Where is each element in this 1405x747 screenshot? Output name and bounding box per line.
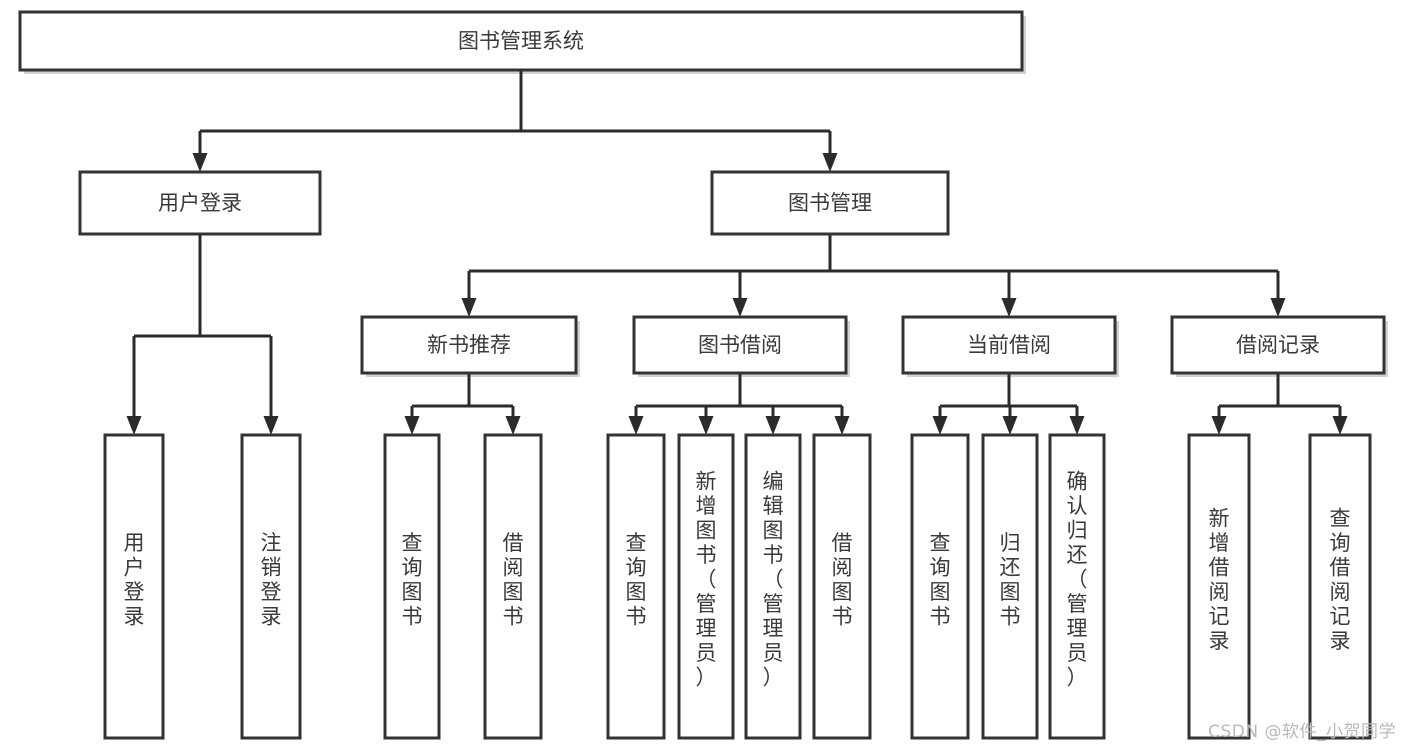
- node-leaf-borrow-book-1[interactable]: 借阅图书: [483, 433, 543, 740]
- connector-group-book-manage: [461, 234, 1286, 317]
- arrow-head-icon: [1211, 416, 1227, 435]
- connector-group-user-login: [126, 234, 279, 435]
- arrow-head-icon: [126, 416, 142, 435]
- arrow-head-icon: [698, 416, 714, 435]
- node-box[interactable]: [710, 170, 950, 236]
- node-box[interactable]: [632, 315, 848, 375]
- node-box[interactable]: [240, 433, 302, 740]
- node-label: 查询图书: [930, 531, 951, 629]
- arrow-head-icon: [1002, 416, 1018, 435]
- arrow-head-icon: [1332, 416, 1348, 435]
- node-label: 当前借阅: [967, 333, 1051, 357]
- node-label: 用户登录: [124, 531, 145, 629]
- node-label: 查询借阅记录: [1330, 506, 1351, 653]
- node-box[interactable]: [981, 433, 1039, 740]
- node-box[interactable]: [1170, 315, 1386, 375]
- node-leaf-add-record[interactable]: 新增借阅记录: [1187, 433, 1251, 740]
- connector-group-new-book-rec: [404, 373, 521, 435]
- arrow-head-icon: [461, 298, 477, 317]
- node-leaf-query-book-3[interactable]: 查询图书: [910, 433, 970, 740]
- node-box[interactable]: [1187, 433, 1251, 740]
- node-box[interactable]: [812, 433, 872, 740]
- node-box[interactable]: [360, 315, 578, 375]
- node-label: 新书推荐: [427, 333, 511, 357]
- node-leaf-user-login[interactable]: 用户登录: [103, 433, 165, 740]
- node-leaf-borrow-book-2[interactable]: 借阅图书: [812, 433, 872, 740]
- arrow-head-icon: [765, 416, 781, 435]
- node-new-book-rec[interactable]: 新书推荐: [360, 315, 578, 375]
- arrow-head-icon: [932, 416, 948, 435]
- connector-group-borrow-record: [1211, 373, 1348, 435]
- node-box[interactable]: [1048, 433, 1106, 740]
- node-label: 确认归还（管理员）: [1067, 470, 1088, 690]
- node-box[interactable]: [677, 433, 735, 740]
- node-label: 借阅图书: [832, 531, 853, 629]
- arrow-head-icon: [1270, 298, 1286, 317]
- node-box[interactable]: [18, 10, 1024, 72]
- node-layer: 图书管理系统用户登录图书管理新书推荐图书借阅当前借阅借阅记录用户登录注销登录查询…: [18, 10, 1386, 740]
- arrow-head-icon: [404, 416, 420, 435]
- connector-group-book-borrow: [628, 373, 850, 435]
- node-label: 图书借阅: [698, 333, 782, 357]
- node-label: 借阅记录: [1236, 333, 1320, 357]
- node-user-login[interactable]: 用户登录: [78, 170, 322, 236]
- node-box[interactable]: [606, 433, 666, 740]
- arrow-head-icon: [192, 153, 208, 172]
- node-box[interactable]: [103, 433, 165, 740]
- arrow-head-icon: [263, 416, 279, 435]
- arrow-head-icon: [505, 416, 521, 435]
- node-leaf-query-book-1[interactable]: 查询图书: [383, 433, 441, 740]
- node-box[interactable]: [383, 433, 441, 740]
- node-label: 注销登录: [261, 531, 282, 629]
- arrow-head-icon: [1069, 416, 1085, 435]
- node-book-borrow[interactable]: 图书借阅: [632, 315, 848, 375]
- node-label: 编辑图书（管理员）: [763, 470, 784, 690]
- node-label: 查询图书: [626, 531, 647, 629]
- node-label: 借阅图书: [503, 531, 524, 629]
- arrow-head-icon: [732, 298, 748, 317]
- connector-group-current-borrow: [932, 373, 1085, 435]
- node-box[interactable]: [78, 170, 322, 236]
- arrow-head-icon: [628, 416, 644, 435]
- node-label: 新增图书（管理员）: [696, 470, 717, 690]
- node-box[interactable]: [483, 433, 543, 740]
- node-label: 图书管理: [788, 191, 872, 215]
- node-box[interactable]: [901, 315, 1117, 375]
- node-label: 查询图书: [402, 531, 423, 629]
- node-leaf-query-record[interactable]: 查询借阅记录: [1308, 433, 1372, 740]
- node-leaf-add-book[interactable]: 新增图书（管理员）: [677, 433, 735, 740]
- node-box[interactable]: [910, 433, 970, 740]
- node-leaf-logout[interactable]: 注销登录: [240, 433, 302, 740]
- node-book-manage[interactable]: 图书管理: [710, 170, 950, 236]
- node-leaf-return-book[interactable]: 归还图书: [981, 433, 1039, 740]
- node-label: 新增借阅记录: [1209, 506, 1230, 653]
- arrow-head-icon: [834, 416, 850, 435]
- arrow-head-icon: [822, 153, 838, 172]
- node-label: 图书管理系统: [458, 29, 584, 53]
- node-leaf-edit-book[interactable]: 编辑图书（管理员）: [744, 433, 802, 740]
- node-box[interactable]: [744, 433, 802, 740]
- arrow-head-icon: [1001, 298, 1017, 317]
- node-leaf-query-book-2[interactable]: 查询图书: [606, 433, 666, 740]
- connector-layer: [126, 70, 1348, 435]
- node-leaf-confirm-return[interactable]: 确认归还（管理员）: [1048, 433, 1106, 740]
- node-label: 用户登录: [158, 191, 242, 215]
- node-root[interactable]: 图书管理系统: [18, 10, 1024, 72]
- node-borrow-record[interactable]: 借阅记录: [1170, 315, 1386, 375]
- node-label: 归还图书: [1000, 531, 1021, 629]
- connector-group-root: [192, 70, 838, 172]
- node-current-borrow[interactable]: 当前借阅: [901, 315, 1117, 375]
- watermark-label: CSDN @软件_小贺同学: [1208, 722, 1396, 742]
- node-box[interactable]: [1308, 433, 1372, 740]
